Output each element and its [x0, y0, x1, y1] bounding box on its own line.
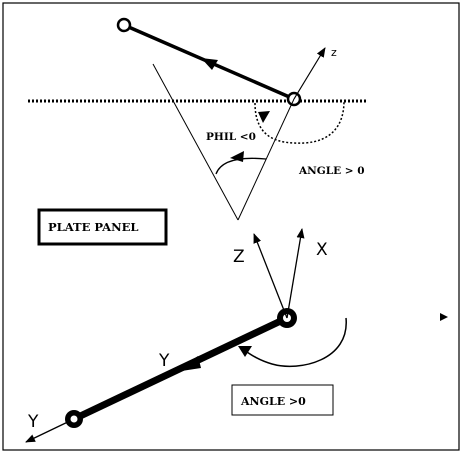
top-member-direction-arrow: [201, 58, 218, 70]
angle-dotted-arc-arrowhead: [258, 111, 270, 123]
z-axis-top-label: z: [331, 46, 337, 59]
construction-line-right: [237, 98, 295, 221]
phil-arc: [215, 157, 267, 175]
outer-frame: [2, 2, 460, 451]
z-axis-bottom-label: Z: [233, 247, 245, 267]
phil-label: PHIL <0: [206, 131, 256, 143]
angle-bottom-arc: [243, 317, 347, 368]
top-member-start-node: [116, 17, 132, 33]
construction-line-left: [152, 63, 239, 221]
x-axis-bottom-label: X: [316, 240, 328, 260]
phil-arc-arrowhead: [230, 151, 244, 162]
x-axis-bottom: [286, 228, 305, 319]
angle-dotted-arc: [254, 100, 345, 144]
plate-panel-label: PLATE PANEL: [48, 220, 138, 234]
y-axis-mid-label: Y: [158, 351, 170, 371]
angle-bottom-arc-arrowhead: [238, 346, 252, 357]
right-marker-arrow: [440, 313, 448, 321]
bottom-member-direction-arrow: [175, 356, 201, 372]
angle-bottom-box: [231, 384, 334, 416]
z-axis-bottom: [253, 233, 288, 319]
plate-panel-box: [37, 208, 168, 246]
y-axis-end-label: Y: [27, 412, 39, 432]
z-axis-top: [293, 47, 326, 100]
angle-top-label: ANGLE > 0: [298, 165, 365, 177]
bottom-member-end-node-hole: [70, 415, 78, 423]
angle-bottom-label: ANGLE >0: [240, 395, 306, 408]
